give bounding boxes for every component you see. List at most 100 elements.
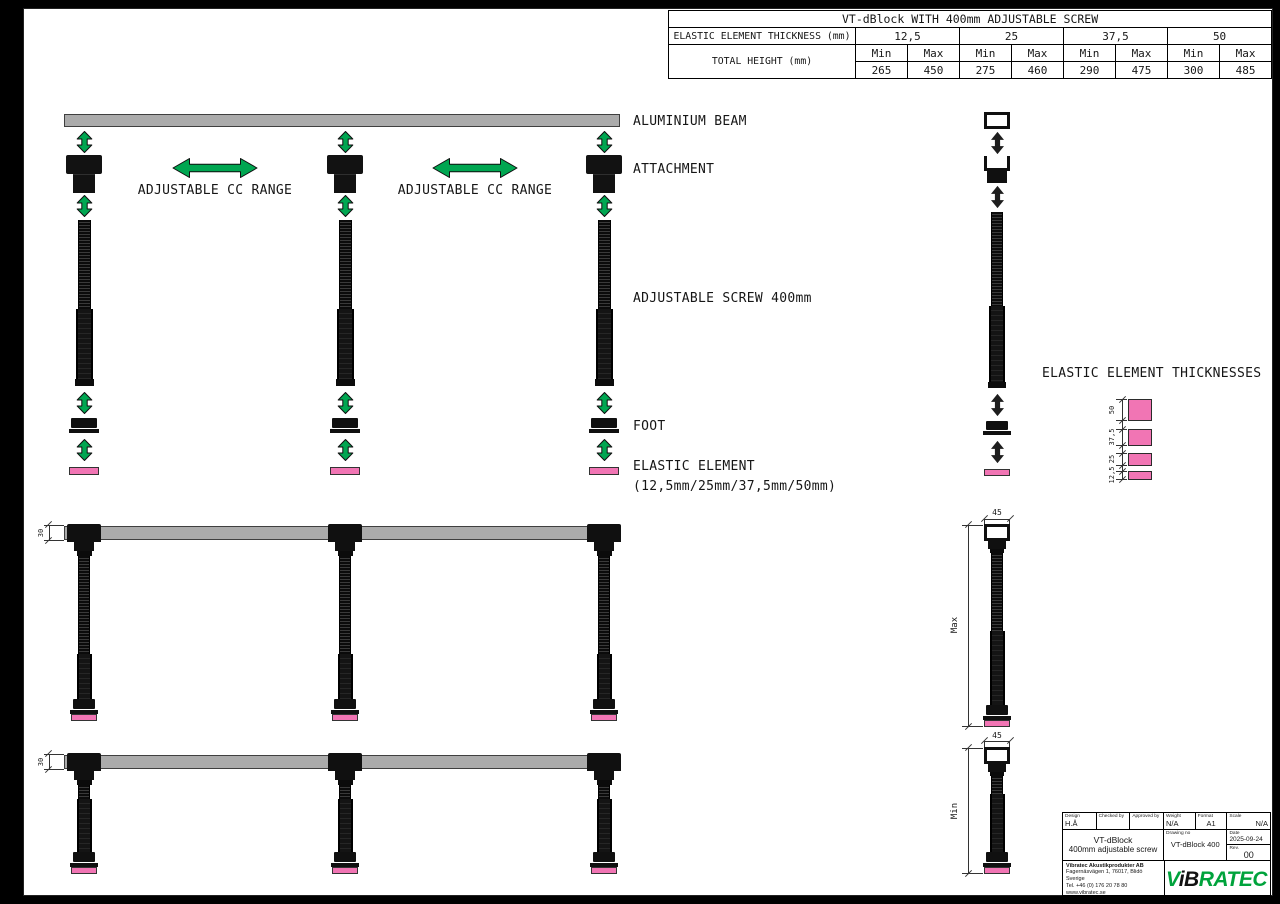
assembled-leg	[325, 753, 365, 874]
title-block-product-row: VT-dBlock 400mm adjustable screw Drawing…	[1063, 829, 1270, 861]
aluminium-beam	[64, 114, 620, 127]
foot	[73, 852, 95, 862]
elastic-element	[330, 467, 360, 475]
design-value: H.Å	[1065, 818, 1078, 828]
attachment-clamp	[984, 156, 1010, 171]
elastic-element	[984, 867, 1010, 874]
screw-sleeve	[76, 799, 92, 852]
foot	[332, 418, 358, 428]
screw-cap	[988, 382, 1006, 388]
attachment-neck	[988, 541, 1006, 549]
format-cell: Format A1	[1196, 813, 1228, 829]
logo-b: B	[1184, 868, 1199, 892]
attachment-stem	[74, 771, 94, 780]
weight-cell: Weight N/A	[1164, 813, 1196, 829]
double-arrow-icon	[337, 131, 354, 153]
attachment-collar	[990, 549, 1004, 553]
elastic-element-sample-12-5	[1128, 471, 1152, 480]
beam-height-dim: 30	[37, 757, 45, 767]
max-header: Max	[1011, 44, 1064, 62]
attachment-stem	[334, 174, 356, 193]
company-web: www.vibratec.se	[1066, 890, 1106, 897]
assembled-leg	[64, 753, 104, 874]
exploded-leg	[579, 131, 629, 475]
min-header: Min	[1063, 44, 1116, 62]
dim-line	[968, 525, 969, 726]
elastic-element	[591, 714, 617, 721]
screw-sleeve	[595, 309, 613, 379]
screw-sleeve	[989, 631, 1005, 705]
attachment-collar	[990, 772, 1004, 776]
weight-value: N/A	[1166, 818, 1179, 828]
foot-flange	[331, 863, 359, 867]
beam-width-dim: 45	[992, 731, 1002, 740]
elastic-element-sample-37-5	[1128, 429, 1152, 446]
height-value: 300	[1167, 61, 1220, 79]
thickness-value: 37,5	[1063, 27, 1168, 45]
double-arrow-icon	[76, 195, 93, 217]
attachment-stem	[335, 542, 355, 551]
assembled-leg	[325, 524, 365, 721]
scale-label: Scale	[1229, 814, 1242, 819]
design-label: Design	[1065, 814, 1080, 819]
screw-sleeve	[75, 309, 93, 379]
elastic-element	[984, 720, 1010, 727]
attachment-block	[328, 524, 362, 542]
company-name: Vibratec Akustikprodukter AB	[1066, 862, 1144, 869]
callout-elastic-element: ELASTIC ELEMENT	[633, 459, 755, 474]
assembled-leg	[64, 524, 104, 721]
screw-sleeve	[596, 799, 612, 852]
ext-line	[1009, 519, 1010, 526]
company-info: Vibratec Akustikprodukter AB Fagernäsväg…	[1063, 860, 1165, 900]
rev-cell: Rev. 00	[1227, 845, 1270, 860]
attachment-block	[587, 524, 621, 542]
company-phone: Tel. +46 (0) 176 20 78 80	[1066, 883, 1128, 890]
date-rev-column: Date 2025-09-24 Rev. 00	[1227, 830, 1270, 860]
drawing-no-label: Drawing no	[1166, 830, 1191, 836]
title-block-company-row: Vibratec Akustikprodukter AB Fagernäsväg…	[1063, 860, 1270, 900]
date-cell: Date 2025-09-24	[1227, 830, 1270, 845]
screw-thread	[597, 220, 611, 309]
dim-line	[984, 519, 1010, 520]
screw-thread	[339, 556, 351, 654]
height-row-label: TOTAL HEIGHT (mm)	[668, 44, 856, 79]
double-arrow-icon	[337, 439, 354, 461]
double-arrow-icon	[337, 392, 354, 414]
elastic-element	[71, 714, 97, 721]
double-arrow-icon	[596, 195, 613, 217]
double-arrow-icon	[76, 439, 93, 461]
foot-flange	[69, 429, 99, 433]
logo-v: V	[1165, 868, 1179, 892]
height-value: 475	[1115, 61, 1168, 79]
max-header: Max	[1115, 44, 1168, 62]
attachment-stem	[593, 174, 615, 193]
callout-aluminium-beam: ALUMINIUM BEAM	[633, 114, 747, 129]
foot-flange	[331, 710, 359, 714]
format-label: Format	[1197, 814, 1213, 819]
height-value: 450	[907, 61, 960, 79]
assembled-leg	[584, 524, 624, 721]
foot	[986, 421, 1008, 430]
attachment-block	[987, 170, 1007, 183]
screw-thread	[78, 556, 90, 654]
screw-sleeve	[76, 654, 92, 699]
thickness-legend-title: ELASTIC ELEMENT THICKNESSES	[1042, 366, 1262, 381]
dim-line	[49, 754, 50, 769]
cc-range-label-left: ADJUSTABLE CC RANGE	[137, 183, 293, 198]
foot	[73, 699, 95, 709]
dim-line	[49, 525, 50, 540]
screw-cap	[594, 379, 614, 386]
beam-cross-section	[984, 112, 1010, 129]
screw-sleeve	[336, 309, 354, 379]
dim-line	[984, 741, 1010, 742]
ext-line	[44, 525, 64, 526]
spec-table: VT-dBlock WITH 400mm ADJUSTABLE SCREW EL…	[667, 10, 1273, 79]
screw-sleeve	[989, 306, 1005, 382]
elastic-element-sample-50	[1128, 399, 1152, 421]
attachment-collar	[596, 551, 612, 556]
double-arrow-icon	[991, 132, 1004, 154]
drawing-no-value: VT-dBlock 400	[1170, 840, 1220, 849]
screw-thread	[338, 220, 352, 309]
ext-line	[984, 741, 985, 747]
elastic-element	[69, 467, 99, 475]
